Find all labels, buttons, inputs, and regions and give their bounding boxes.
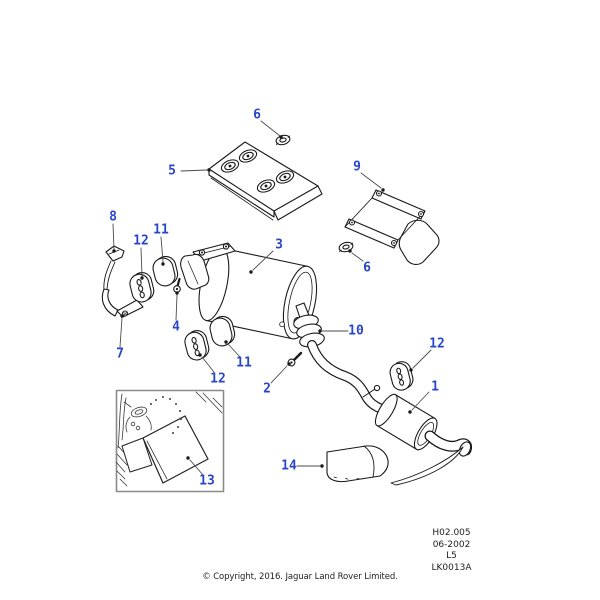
part-13-heat-shield-drawing <box>121 415 209 484</box>
callout-2-bolt[interactable]: 2 <box>263 381 271 397</box>
muffler-mount-bracket-drawing <box>180 242 236 290</box>
part-9-bracket-drawing <box>344 189 440 265</box>
part-5-heat-shield-plate-drawing <box>208 141 323 221</box>
part-12-mount-right-drawing <box>389 361 414 391</box>
callout-5-heat-shield[interactable]: 5 <box>168 163 176 179</box>
callout-12-mount-right[interactable]: 12 <box>429 336 445 352</box>
part-10-flex-coupling-drawing <box>293 302 325 348</box>
reference-drawing-code: LK0013A <box>431 562 472 573</box>
body-trim-line-drawing <box>390 446 464 486</box>
callout-14-tail-shield[interactable]: 14 <box>281 458 297 474</box>
reference-date-code: 06-2002 <box>432 539 471 550</box>
callout-11-mount-left[interactable]: 11 <box>153 222 169 238</box>
tailpipe-drawing <box>424 430 473 457</box>
callout-12-mount-left[interactable]: 12 <box>133 233 149 249</box>
part-11-mount-mid-drawing <box>209 315 236 347</box>
callout-4-bolt[interactable]: 4 <box>172 319 180 335</box>
part-8-clip-drawing <box>103 245 125 293</box>
callout-9-bracket[interactable]: 9 <box>353 159 361 175</box>
callout-12-mount-mid[interactable]: 12 <box>210 371 226 387</box>
reference-figure-code: H02.005 <box>432 528 471 538</box>
callout-11-mount-mid[interactable]: 11 <box>236 355 252 371</box>
callout-13-inset-shield[interactable]: 13 <box>199 473 215 489</box>
callout-8-clip[interactable]: 8 <box>109 209 117 225</box>
callout-6-right-washer[interactable]: 6 <box>363 260 371 276</box>
plate-grommets <box>220 149 295 193</box>
part-12-mount-mid-drawing <box>184 330 210 361</box>
part-6-washer-right-drawing <box>338 241 354 253</box>
part-4-bolt-drawing <box>173 277 181 293</box>
inset-rivet-dots <box>150 396 182 434</box>
callout-6-top-washer[interactable]: 6 <box>253 107 261 123</box>
part-14-heat-shield-drawing <box>326 445 389 483</box>
leader-dots <box>112 135 413 468</box>
leader-lines <box>112 120 432 476</box>
callout-3-muffler[interactable]: 3 <box>275 237 283 253</box>
reference-model-code: L5 <box>446 551 457 561</box>
part-6-washer-top-drawing <box>275 134 291 146</box>
part-12-mount-left-drawing <box>129 272 155 303</box>
part-11-mount-left-drawing <box>152 255 179 287</box>
callout-10-flex-coupling[interactable]: 10 <box>348 323 364 339</box>
intermediate-pipe-drawing <box>307 340 387 414</box>
callout-7-strap[interactable]: 7 <box>116 346 124 362</box>
inset-installed-view <box>115 389 225 493</box>
callout-1-silencer[interactable]: 1 <box>431 379 439 395</box>
part-1-silencer-drawing <box>374 393 473 457</box>
reference-code-block: H02.005 06-2002 L5 LK0013A <box>409 528 494 574</box>
copyright-notice: © Copyright, 2016. Jaguar Land Rover Lim… <box>202 572 398 582</box>
